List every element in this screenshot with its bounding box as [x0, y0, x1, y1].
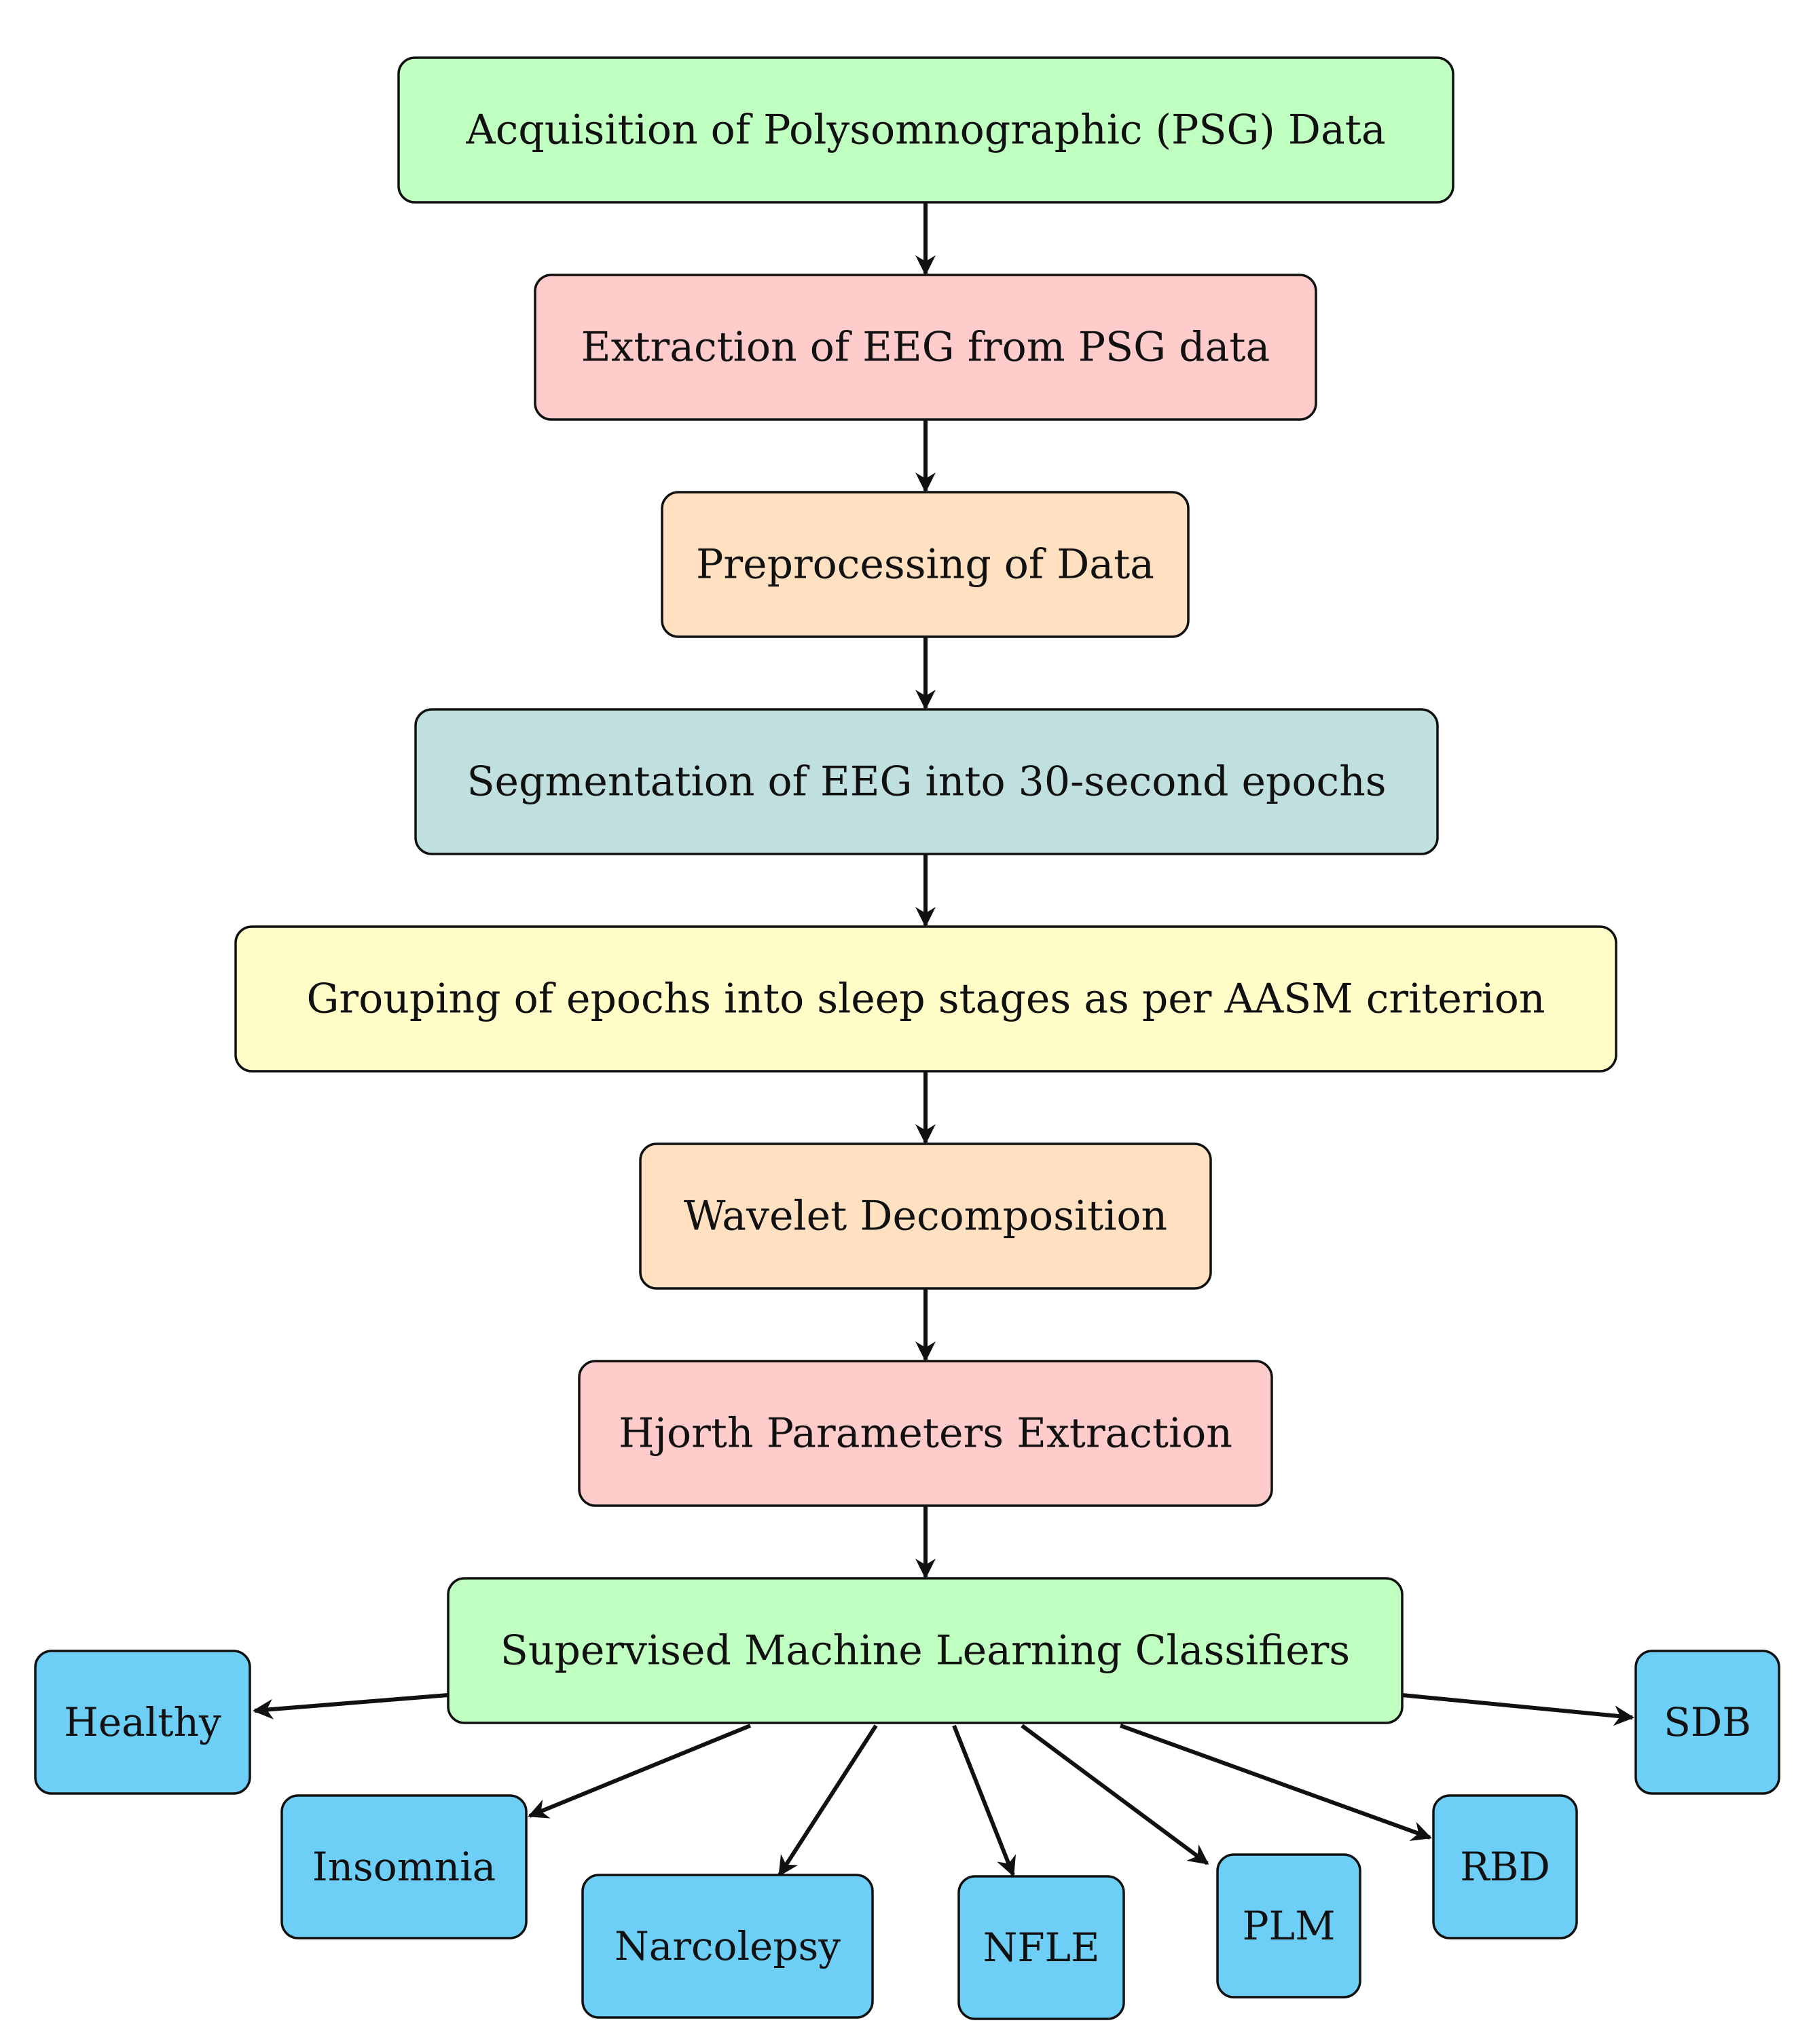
step-acquisition-node: Acquisition of Polysomnographic (PSG) Da…: [397, 56, 1454, 204]
class-insomnia-node: Insomnia: [280, 1794, 528, 1939]
arrow-classifiers-to-healthy: [253, 1693, 449, 1720]
class-rbd-label: RBD: [1460, 1844, 1550, 1890]
step-extraction-eeg-box: [534, 274, 1317, 421]
step-preprocessing-label: Preprocessing of Data: [696, 541, 1154, 589]
arrow-classifiers-to-sdb: [1402, 1693, 1634, 1726]
flow-edges: [253, 202, 1634, 1877]
step-segmentation-label: Segmentation of EEG into 30-second epoch…: [466, 758, 1386, 806]
class-healthy-box: [34, 1650, 251, 1795]
step-hjorth-box: [578, 1360, 1273, 1507]
step-classifiers-box: [447, 1577, 1404, 1724]
step-wavelet-label: Wavelet Decomposition: [684, 1193, 1167, 1240]
step-acquisition-box: [397, 56, 1454, 204]
step-extraction-eeg-label: Extraction of EEG from PSG data: [581, 324, 1270, 371]
step-hjorth-label: Hjorth Parameters Extraction: [619, 1410, 1232, 1457]
step-classifiers-node: Supervised Machine Learning Classifiers: [447, 1577, 1404, 1724]
arrow-classifiers-to-plm: [1021, 1724, 1209, 1865]
step-grouping-label: Grouping of epochs into sleep stages as …: [306, 975, 1545, 1023]
step-classifiers-label: Supervised Machine Learning Classifiers: [500, 1627, 1350, 1675]
class-nfle-box: [957, 1875, 1125, 2020]
class-rbd-node: RBD: [1432, 1794, 1578, 1939]
class-healthy-label: Healthy: [64, 1699, 221, 1745]
arrow-classifiers-to-rbd: [1119, 1724, 1432, 1841]
class-narcolepsy-box: [581, 1874, 874, 2019]
step-segmentation-box: [414, 708, 1439, 855]
step-hjorth-node: Hjorth Parameters Extraction: [578, 1360, 1273, 1507]
class-insomnia-box: [280, 1794, 528, 1939]
step-segmentation-node: Segmentation of EEG into 30-second epoch…: [414, 708, 1439, 855]
class-plm-label: PLM: [1243, 1903, 1336, 1949]
step-acquisition-label: Acquisition of Polysomnographic (PSG) Da…: [465, 107, 1385, 154]
class-insomnia-label: Insomnia: [312, 1844, 496, 1890]
class-sdb-box: [1634, 1650, 1780, 1795]
class-plm-box: [1216, 1853, 1361, 1999]
flow-nodes: Acquisition of Polysomnographic (PSG) Da…: [34, 56, 1780, 2020]
step-wavelet-node: Wavelet Decomposition: [639, 1142, 1212, 1290]
step-preprocessing-node: Preprocessing of Data: [661, 491, 1190, 638]
step-grouping-box: [234, 925, 1617, 1073]
arrow-classifiers-to-nfle: [952, 1724, 1017, 1877]
class-narcolepsy-node: Narcolepsy: [581, 1874, 874, 2019]
class-rbd-box: [1432, 1794, 1578, 1939]
class-sdb-label: SDB: [1664, 1699, 1751, 1745]
class-nfle-label: NFLE: [983, 1925, 1100, 1971]
arrow-classifiers-to-insomnia: [528, 1724, 752, 1819]
step-preprocessing-box: [661, 491, 1190, 638]
class-plm-node: PLM: [1216, 1853, 1361, 1999]
class-healthy-node: Healthy: [34, 1650, 251, 1795]
step-wavelet-box: [639, 1142, 1212, 1290]
class-sdb-node: SDB: [1634, 1650, 1780, 1795]
class-nfle-node: NFLE: [957, 1875, 1125, 2020]
step-grouping-node: Grouping of epochs into sleep stages as …: [234, 925, 1617, 1073]
arrow-classifiers-to-narcolepsy: [777, 1724, 878, 1877]
class-narcolepsy-label: Narcolepsy: [615, 1923, 841, 1969]
step-extraction-eeg-node: Extraction of EEG from PSG data: [534, 274, 1317, 421]
